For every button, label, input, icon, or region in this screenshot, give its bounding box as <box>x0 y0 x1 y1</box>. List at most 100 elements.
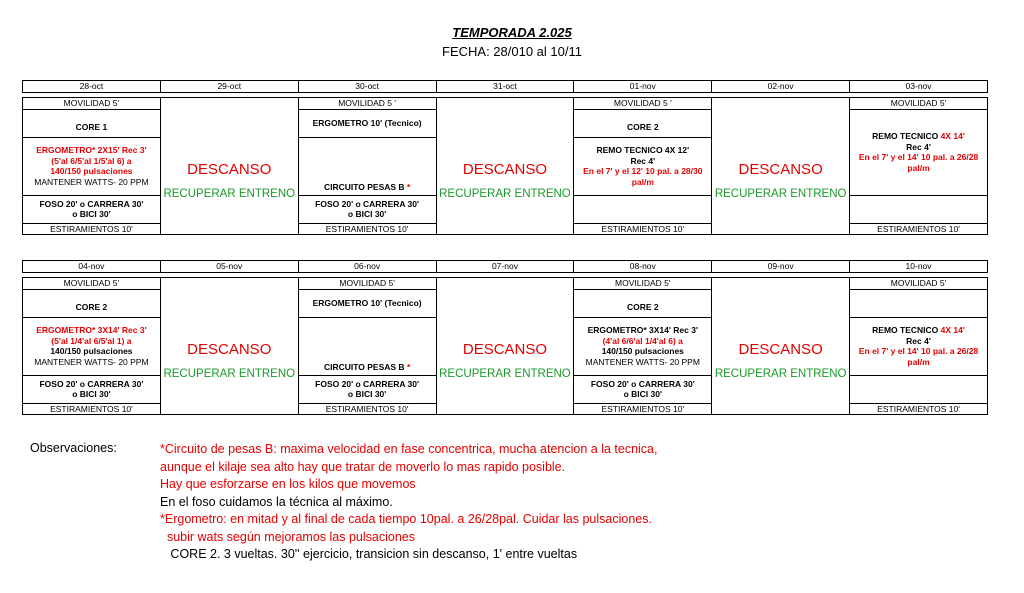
remo-label: REMO TECNICO 4X 12' <box>596 145 690 155</box>
observations-list: *Circuito de pesas B: maxima velocidad e… <box>160 441 658 564</box>
foso-label: FOSO 20' o CARRERA 30' <box>39 378 144 389</box>
date-header: 28-oct <box>22 80 161 93</box>
ergometro-pattern: (5'al 1/4'al 6/5'al 1) a <box>51 335 132 346</box>
foso-cell: FOSO 20' o CARRERA 30' o BICI 30' <box>22 374 161 404</box>
date-header: 31-oct <box>435 80 575 93</box>
movilidad-cell: MOVILIDAD 5' <box>849 277 988 290</box>
rest-day-cell: DESCANSO RECUPERAR ENTRENO <box>435 277 575 415</box>
ergometro-label: ERGOMETRO <box>36 325 92 335</box>
foso-label: FOSO 20' o CARRERA 30' <box>315 198 420 209</box>
estiramientos-cell: ESTIRAMIENTOS 10' <box>573 222 713 235</box>
date-header: 08-nov <box>573 260 713 273</box>
date-range: FECHA: 28/010 al 10/11 <box>442 44 582 59</box>
ergometro-sets: * 3X14' Rec 3' <box>643 325 698 335</box>
rest-day-cell: DESCANSO RECUPERAR ENTRENO <box>711 97 851 235</box>
estiramientos-cell: ESTIRAMIENTOS 10' <box>849 402 988 415</box>
movilidad-cell: MOVILIDAD 5' <box>22 97 161 110</box>
observations-label: Observaciones: <box>30 441 117 455</box>
foso-cell: FOSO 20' o CARRERA 30' o BICI 30' <box>297 374 437 404</box>
observation-line: aunque el kilaje sea alto hay que tratar… <box>160 459 566 474</box>
foso-label: FOSO 20' o CARRERA 30' <box>39 198 144 209</box>
bici-label: o BICI 30' <box>72 389 111 399</box>
estiramientos-cell: ESTIRAMIENTOS 10' <box>22 402 161 415</box>
empty-cell <box>849 194 988 224</box>
remo-note: En el 7' y el 14' 10 pal. a 26/28 pal/m <box>858 152 979 173</box>
remo-note: En el 7' y el 12' 10 pal. a 28/30 pal/m <box>583 166 703 187</box>
descanso-label: DESCANSO <box>187 161 272 178</box>
date-header: 03-nov <box>849 80 988 93</box>
rec-label: Rec 4' <box>630 155 656 166</box>
workout-title: ERGOMETRO 10' (Tecnico) <box>297 288 437 318</box>
circuito-cell: CIRCUITO PESAS B * <box>297 136 437 196</box>
rest-day-cell: DESCANSO RECUPERAR ENTRENO <box>711 277 851 415</box>
descanso-label: DESCANSO <box>462 341 548 358</box>
remo-note: En el 7' y el 14' 10 pal. a 26/28 pal/m <box>858 346 979 367</box>
workout-title: ERGOMETRO 10' (Tecnico) <box>297 108 437 138</box>
empty-cell <box>849 288 988 318</box>
rec-label: Rec 4' <box>906 335 931 346</box>
observation-line: CORE 2. 3 vueltas. 30'' ejercicio, trans… <box>160 547 578 561</box>
date-header: 02-nov <box>711 80 851 93</box>
rec-label: Rec 4' <box>906 141 931 152</box>
movilidad-cell: MOVILIDAD 5' <box>297 277 437 290</box>
date-header: 10-nov <box>849 260 988 273</box>
date-header: 29-oct <box>159 80 299 93</box>
estiramientos-cell: ESTIRAMIENTOS 10' <box>849 222 988 235</box>
ergometro-label: ERGOMETRO <box>36 145 92 155</box>
foso-cell: FOSO 20' o CARRERA 30' o BICI 30' <box>297 194 437 224</box>
bici-label: o BICI 30' <box>347 209 387 219</box>
recuperar-label: RECUPERAR ENTRENO <box>439 188 571 200</box>
remo-label: REMO TECNICO <box>872 131 941 141</box>
remo-label: REMO TECNICO <box>872 325 941 335</box>
movilidad-cell: MOVILIDAD 5' <box>849 97 988 110</box>
date-header: 05-nov <box>159 260 299 273</box>
workout-title: CORE 2 <box>573 108 713 138</box>
circuito-label: CIRCUITO PESAS B <box>323 182 405 192</box>
movilidad-cell: MOVILIDAD 5 ' <box>297 97 437 110</box>
observation-line: *Ergometro: en mitad y al final de cada … <box>160 512 652 526</box>
estiramientos-cell: ESTIRAMIENTOS 10' <box>297 402 437 415</box>
circuito-cell: CIRCUITO PESAS B * <box>297 316 437 376</box>
circuito-label: CIRCUITO PESAS B <box>323 362 405 372</box>
date-header: 09-nov <box>711 260 851 273</box>
estiramientos-cell: ESTIRAMIENTOS 10' <box>297 222 437 235</box>
remo-block: REMO TECNICO 4X 14' Rec 4' En el 7' y el… <box>849 108 988 196</box>
remo-sets: 4X 14' <box>940 325 965 335</box>
descanso-label: DESCANSO <box>738 161 823 178</box>
rest-day-cell: DESCANSO RECUPERAR ENTRENO <box>159 97 299 235</box>
ergometro-sets: * 3X14' Rec 3' <box>91 325 147 335</box>
descanso-label: DESCANSO <box>462 161 548 178</box>
observation-line: Hay que esforzarse en los kilos que move… <box>160 477 416 491</box>
bici-label: o BICI 30' <box>72 209 111 219</box>
remo-sets: 4X 14' <box>940 131 965 141</box>
descanso-label: DESCANSO <box>187 341 272 358</box>
recuperar-label: RECUPERAR ENTRENO <box>714 368 847 380</box>
observation-line: subir wats según mejoramos las pulsacion… <box>160 529 415 544</box>
estiramientos-cell: ESTIRAMIENTOS 10' <box>22 222 161 235</box>
descanso-label: DESCANSO <box>738 341 823 358</box>
movilidad-cell: MOVILIDAD 5 ' <box>573 97 713 110</box>
date-header: 30-oct <box>297 80 437 93</box>
workout-title: CORE 2 <box>22 288 161 318</box>
ergometro-pattern: (4'al 6/6'al 1/4'al 6) a <box>602 335 683 346</box>
ergometro-pulse: 140/150 pulsaciones <box>601 346 684 356</box>
recuperar-label: RECUPERAR ENTRENO <box>714 188 847 200</box>
rest-day-cell: DESCANSO RECUPERAR ENTRENO <box>435 97 575 235</box>
ergometro-block: ERGOMETRO* 3X14' Rec 3' (5'al 1/4'al 6/5… <box>22 316 161 376</box>
week-1-table: 28-oct 29-oct 30-oct 31-oct 01-nov 02-no… <box>22 80 988 235</box>
rest-day-cell: DESCANSO RECUPERAR ENTRENO <box>159 277 299 415</box>
foso-label: FOSO 20' o CARRERA 30' <box>590 378 695 389</box>
asterisk-icon: * <box>404 362 411 372</box>
week-2-table: 04-nov 05-nov 06-nov 07-nov 08-nov 09-no… <box>22 260 988 415</box>
observation-line: *Circuito de pesas B: maxima velocidad e… <box>160 442 658 456</box>
date-header: 06-nov <box>297 260 437 273</box>
foso-label: FOSO 20' o CARRERA 30' <box>315 378 420 389</box>
ergometro-label: ERGOMETRO <box>587 325 644 335</box>
date-header: 04-nov <box>22 260 161 273</box>
recuperar-label: RECUPERAR ENTRENO <box>163 368 296 380</box>
bici-label: o BICI 30' <box>347 389 387 399</box>
date-header: 01-nov <box>573 80 713 93</box>
foso-cell: FOSO 20' o CARRERA 30' o BICI 30' <box>22 194 161 224</box>
workout-title: CORE 1 <box>22 108 161 138</box>
recuperar-label: RECUPERAR ENTRENO <box>163 188 296 200</box>
